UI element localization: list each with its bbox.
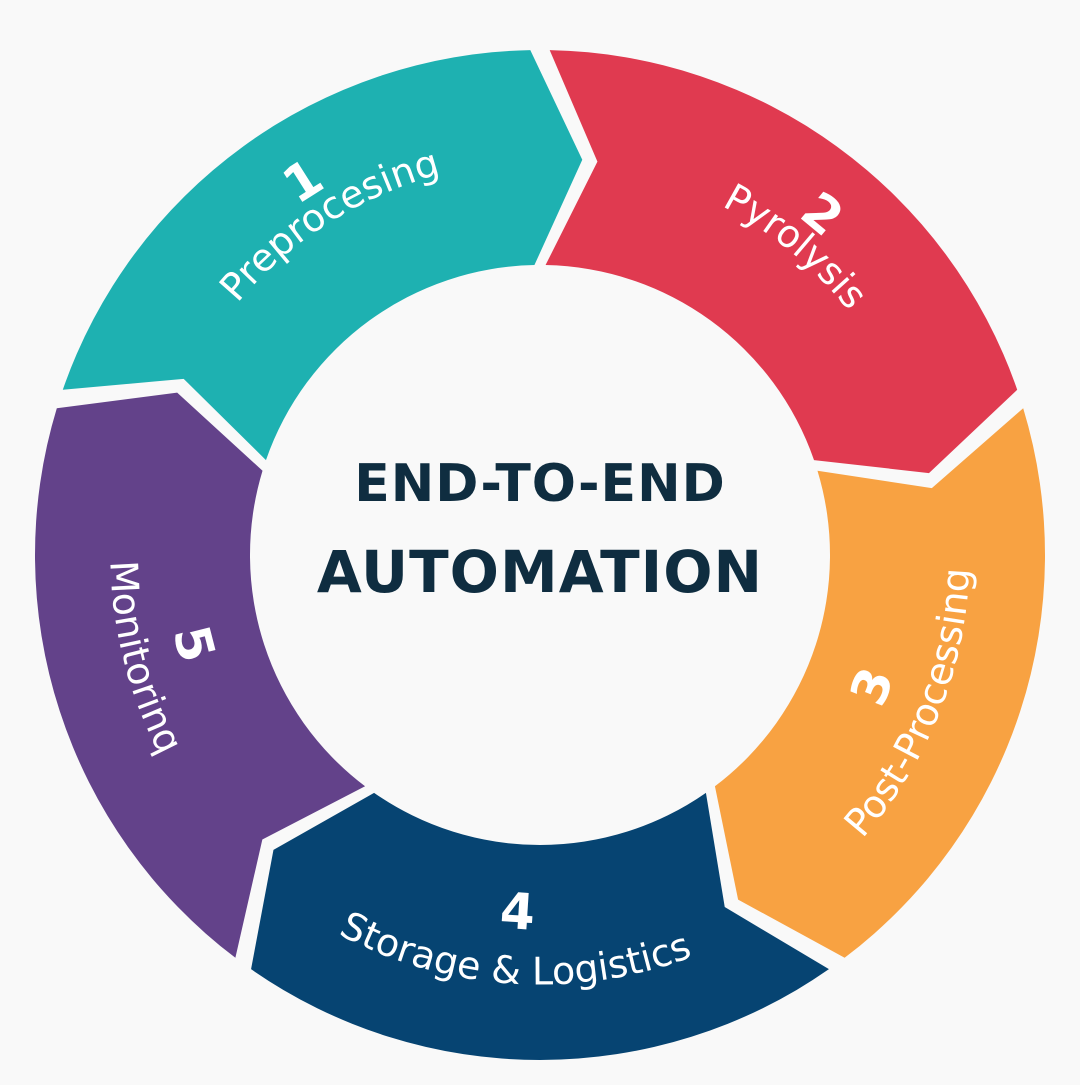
segment-1	[62, 50, 583, 461]
center-title-line2: AUTOMATION	[316, 538, 764, 606]
segment-4-number: 4	[498, 882, 536, 942]
segment-5	[34, 392, 366, 958]
segment-2	[545, 50, 1018, 474]
segment-4	[251, 792, 829, 1061]
center-title-line1: END-TO-END	[354, 454, 726, 514]
segment-3	[714, 408, 1045, 958]
center-title: END-TO-END AUTOMATION	[240, 440, 840, 616]
